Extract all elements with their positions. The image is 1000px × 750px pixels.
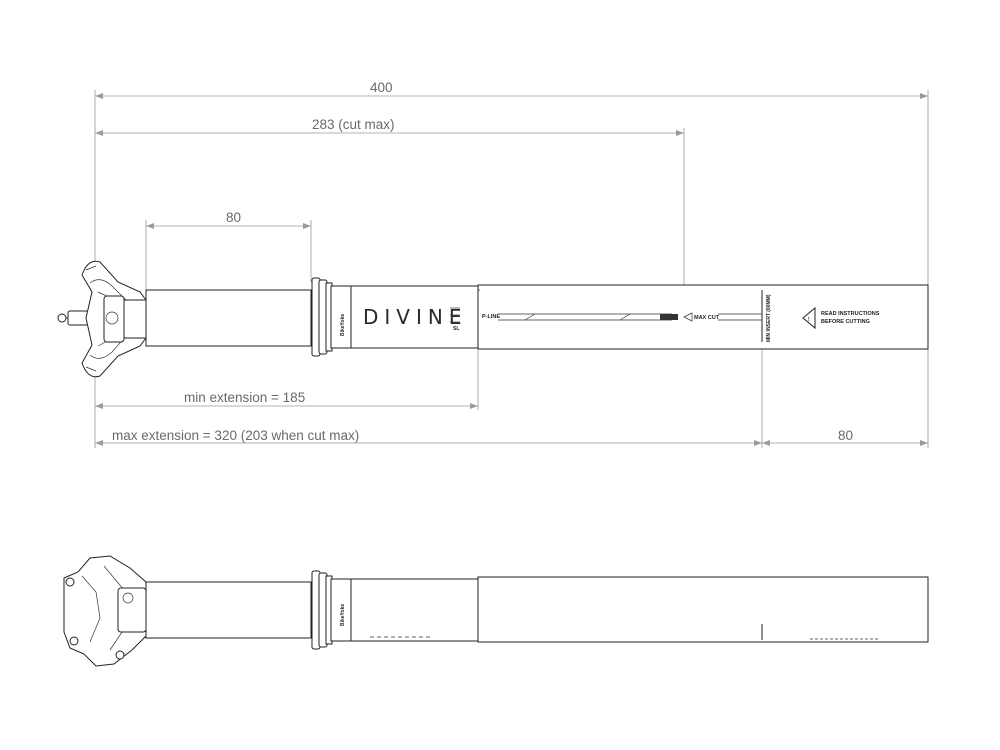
dimension-min-extension-label: min extension = 185 — [184, 390, 305, 405]
svg-text:P-LINE: P-LINE — [482, 314, 500, 320]
collar-side-brand-label: BikeYoke — [340, 604, 346, 626]
dimension-cut-max: 283 (cut max) — [95, 117, 684, 136]
warning-line2: BEFORE CUTTING — [821, 319, 870, 325]
dimension-max-extension: max extension = 320 (203 when cut max) — [95, 428, 762, 446]
min-insert-label: MIN INSERT (80MM) — [766, 294, 772, 342]
cut-marking: P-LINE MAX CUT MIN INSERT (80MM) — [478, 289, 772, 342]
collar-side: BikeYoke — [311, 570, 352, 650]
stanchion-tube-side — [145, 581, 312, 639]
dimension-min-extension: min extension = 185 — [95, 390, 478, 409]
svg-text:DIVINE: DIVINE — [363, 305, 467, 329]
saddle-clamp-head — [57, 260, 147, 378]
lower-outer-tube — [477, 284, 929, 350]
dimension-clamp-label: 80 — [226, 210, 241, 225]
dimension-insertion-label: 80 — [838, 428, 853, 443]
dimension-insertion: 80 — [762, 428, 928, 446]
dimension-cut-max-label: 283 (cut max) — [312, 117, 395, 132]
stanchion-tube — [145, 289, 312, 347]
svg-text:!: ! — [808, 317, 810, 323]
warning-note: ! READ INSTRUCTIONS BEFORE CUTTING — [802, 306, 880, 330]
upper-outer-tube — [350, 285, 479, 349]
svg-text:SL: SL — [453, 326, 459, 332]
saddle-clamp-head-side — [63, 555, 147, 667]
max-cut-label: MAX CUT — [694, 315, 720, 321]
lower-outer-tube-side — [477, 576, 929, 643]
seatpost-top-view: BikeYoke DIVINE SL P-LINE MAX CUT — [57, 260, 929, 378]
dimension-max-extension-label: max extension = 320 (203 when cut max) — [112, 428, 359, 443]
divine-logo: DIVINE SL — [363, 305, 467, 332]
dimension-overall-label: 400 — [370, 80, 393, 95]
dimension-clamp: 80 — [146, 210, 311, 229]
warning-line1: READ INSTRUCTIONS — [821, 311, 880, 317]
dimension-overall: 400 — [95, 80, 928, 99]
collar-brand-label: BikeYoke — [340, 314, 346, 336]
upper-outer-tube-side — [350, 578, 479, 642]
seatpost-side-view: BikeYoke — [63, 555, 929, 667]
collar: BikeYoke — [311, 277, 352, 357]
